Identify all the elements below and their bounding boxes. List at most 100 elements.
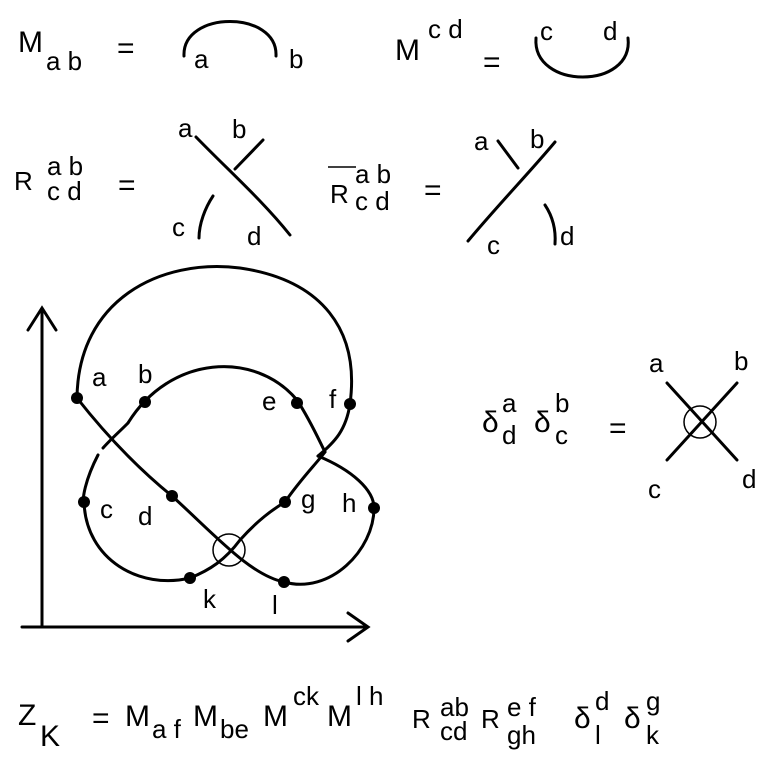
- delta1-symbol: δ: [574, 702, 591, 735]
- minimum-definition: M c d = c d: [395, 14, 630, 79]
- m1-symbol: M: [125, 700, 150, 733]
- m2-symbol: M: [193, 700, 218, 733]
- knot-point-a: [71, 392, 83, 404]
- rbar-subscript: c d: [355, 186, 390, 216]
- minimum-superscript: c d: [428, 14, 463, 44]
- r2-symbol: R: [481, 704, 500, 734]
- maximum-label-b: b: [289, 44, 303, 74]
- r2-superscript: e f: [507, 692, 537, 722]
- r2-subscript: gh: [507, 720, 536, 750]
- knot-label-e: e: [262, 386, 276, 416]
- delta-1: δ: [482, 406, 499, 439]
- knot-point-l: [278, 576, 290, 588]
- virtual-crossing-circle: [212, 533, 246, 567]
- r-label-a: a: [178, 113, 193, 143]
- knot-label-k: k: [203, 584, 217, 614]
- minimum-arc: [534, 36, 630, 79]
- m3-superscript: ck: [293, 681, 320, 711]
- delta1-subscript: l: [595, 720, 601, 750]
- minimum-symbol: M: [395, 34, 420, 67]
- delta2-superscript: g: [646, 686, 660, 716]
- knot-strand-k-g: [188, 450, 327, 580]
- knot-inner-arc: [126, 365, 327, 454]
- knot-point-k: [184, 572, 196, 584]
- knot-label-d: d: [138, 501, 152, 531]
- knot-label-a: a: [92, 362, 107, 392]
- knot-point-e: [291, 397, 303, 409]
- knot-point-d: [166, 490, 178, 502]
- m1-subscript: a f: [152, 714, 182, 744]
- knot-outer-arc: [75, 265, 353, 406]
- knot-left-lobe: [81, 453, 192, 583]
- delta-crossing-circle: [683, 405, 717, 439]
- rbar-under-strand-bottom: [543, 203, 557, 246]
- rbar-under-strand-top: [496, 139, 520, 170]
- delta-2-sup: b: [555, 388, 569, 418]
- minimum-equals: =: [483, 46, 501, 79]
- z-subscript: K: [40, 720, 60, 753]
- knot-strand-a-l: [75, 396, 286, 584]
- delta-2-sub: c: [555, 420, 568, 450]
- r-subscript: c d: [47, 176, 82, 206]
- knot-label-f: f: [329, 384, 337, 414]
- state-sum-formula: Z K = M a f M be M ck M l h R ab cd R e …: [18, 681, 660, 753]
- x-axis-arrow: [346, 611, 371, 643]
- r-symbol: R: [14, 166, 33, 196]
- maximum-symbol: M: [18, 26, 43, 59]
- knot-figure: a b c d e f g h k l: [20, 265, 380, 643]
- r-label-d: d: [247, 221, 261, 251]
- minimum-label-d: d: [603, 16, 617, 46]
- delta1-superscript: d: [595, 686, 609, 716]
- delta2-symbol: δ: [624, 702, 641, 735]
- delta-strand-2: [665, 381, 739, 462]
- r1-symbol: R: [412, 704, 431, 734]
- r-label-c: c: [172, 212, 185, 242]
- rbar-label-a: a: [474, 126, 489, 156]
- knot-left-join: [101, 421, 130, 450]
- knot-point-g: [279, 496, 291, 508]
- rbar-symbol: R: [330, 179, 349, 209]
- knot-right-lobe: [282, 454, 376, 586]
- r-under-strand-top: [233, 138, 265, 171]
- r-crossing-definition: R a b c d = a b c d: [14, 113, 292, 251]
- maximum-subscript: a b: [46, 46, 82, 76]
- delta2-subscript: k: [646, 720, 660, 750]
- z-symbol: Z: [18, 699, 36, 732]
- delta-equals: =: [609, 412, 627, 445]
- knot-point-f: [344, 398, 356, 410]
- maximum-equals: =: [117, 32, 135, 65]
- knot-label-g: g: [301, 484, 315, 514]
- minimum-label-c: c: [540, 16, 553, 46]
- maximum-label-a: a: [194, 44, 209, 74]
- knot-point-b: [139, 396, 151, 408]
- rbar-label-c: c: [487, 230, 500, 260]
- rbar-equals: =: [424, 174, 442, 207]
- m3-symbol: M: [263, 700, 288, 733]
- knot-strand-f-under: [316, 402, 352, 458]
- r1-subscript: cd: [440, 716, 467, 746]
- knot-point-c: [78, 496, 90, 508]
- knot-label-l: l: [272, 590, 278, 620]
- r-superscript: a b: [47, 151, 83, 181]
- rbar-superscript: a b: [355, 159, 391, 189]
- knot-label-h: h: [342, 488, 356, 518]
- maximum-definition: M a b = a b: [18, 20, 303, 76]
- r-under-strand-bottom: [197, 194, 215, 240]
- delta-label-c: c: [648, 474, 661, 504]
- knot-label-b: b: [138, 359, 152, 389]
- maximum-arc: [182, 20, 278, 58]
- r-label-b: b: [232, 114, 246, 144]
- delta-definition: δ a d δ b c = a b c d: [482, 346, 756, 504]
- m4-symbol: M: [327, 700, 352, 733]
- delta-1-sub: d: [502, 420, 516, 450]
- m2-subscript: be: [220, 714, 249, 744]
- m4-superscript: l h: [356, 681, 383, 711]
- knot-point-h: [368, 502, 380, 514]
- r1-superscript: ab: [440, 692, 469, 722]
- rbar-over-strand: [466, 140, 557, 243]
- z-equals: =: [92, 702, 110, 735]
- rbar-crossing-definition: R a b c d = a b c d: [328, 124, 574, 260]
- knot-label-c: c: [100, 494, 113, 524]
- delta-1-sup: a: [502, 388, 517, 418]
